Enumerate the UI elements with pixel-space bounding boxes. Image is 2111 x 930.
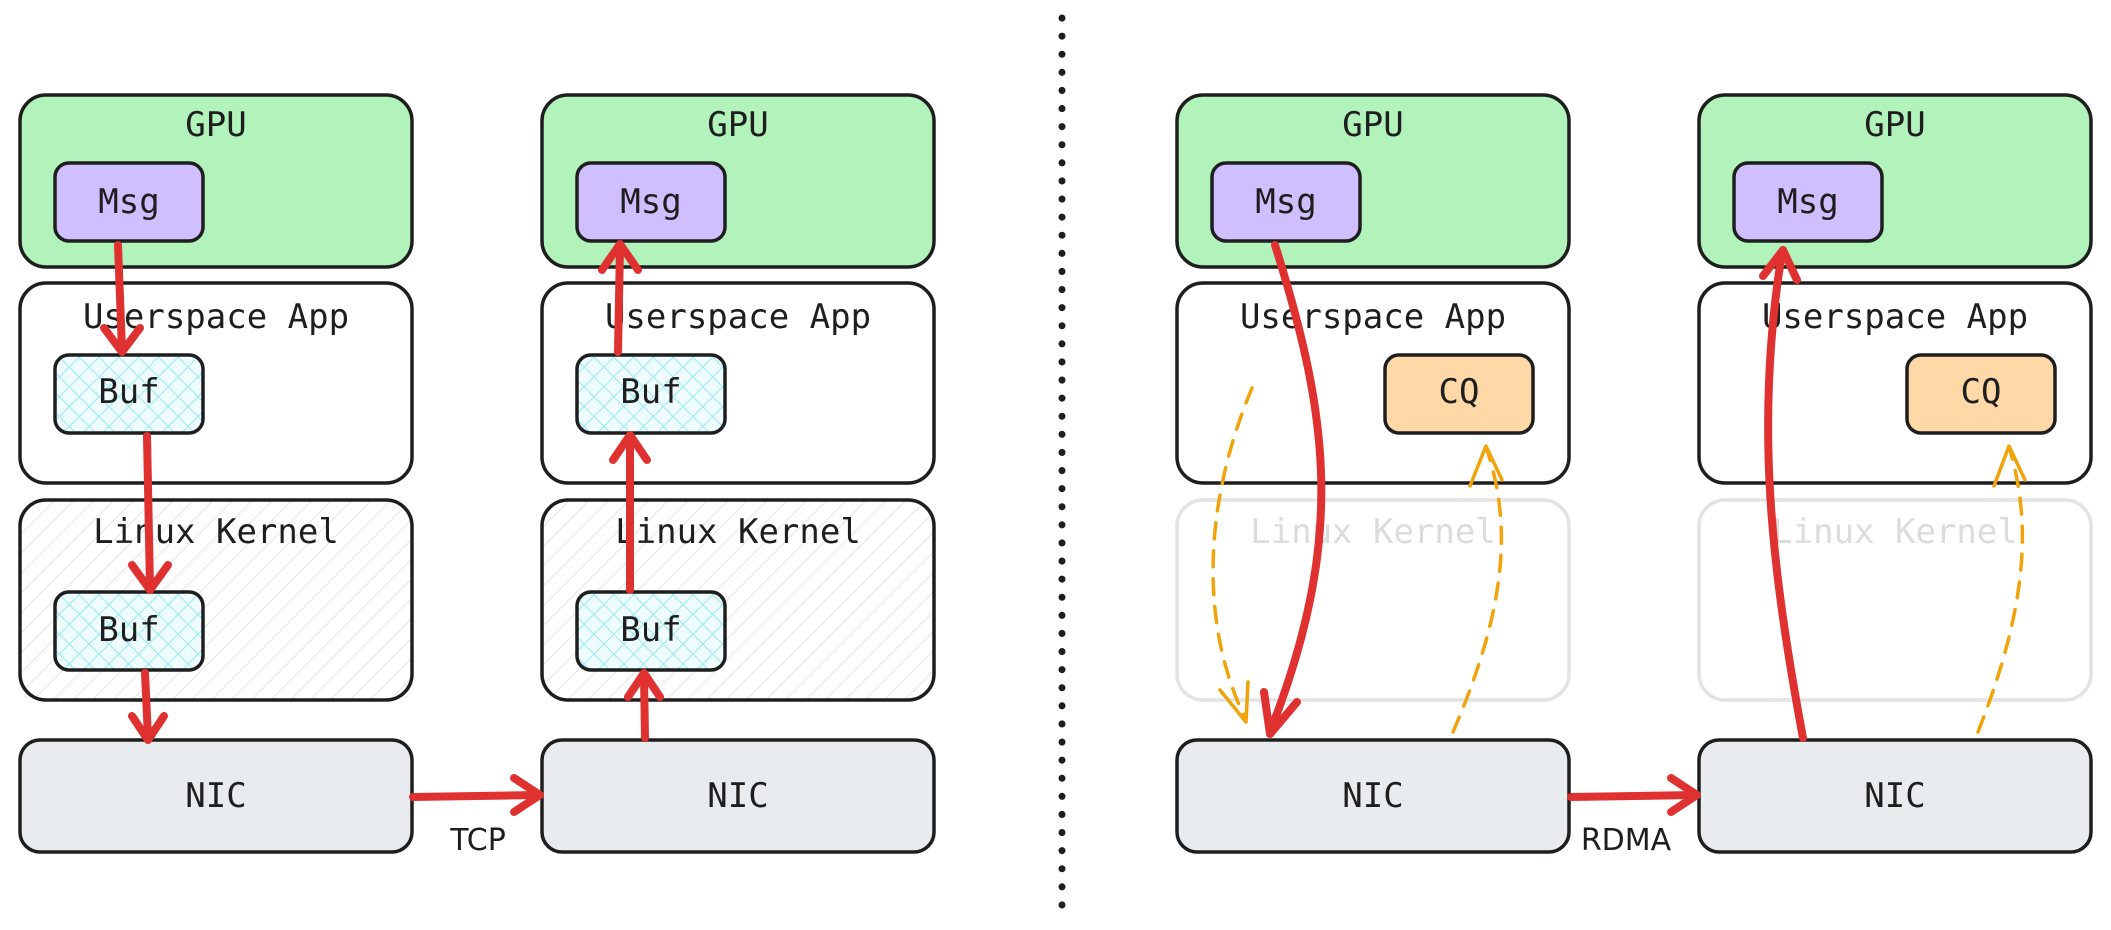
nic-label: NIC [707,776,768,816]
arrowhead-icon [510,774,544,816]
kernel-buf-box [575,590,727,672]
rdma-link-label: RDMA [1581,823,1672,858]
app-buf-label: Buf [98,372,159,412]
msg-label: Msg [1255,182,1316,222]
tcp-data-path [100,240,664,816]
arrowhead-icon [1667,774,1701,816]
app-buf-label: Buf [620,372,681,412]
msg-label: Msg [98,182,159,222]
arrowhead-icon [1759,246,1801,284]
dashed-arrow-nic-to-cq [1976,448,2025,734]
kernel-buf-label: Buf [98,610,159,650]
arrowhead-icon [1992,444,2027,488]
cq-box [1383,353,1535,435]
arrow-nic-to-kernel-buf [640,671,649,742]
arrow-nic-to-msg [1764,248,1807,742]
arrow-nic-to-nic-tcp [409,791,542,801]
arrowhead-icon [1468,444,1504,488]
arrowhead-icon [100,324,144,356]
userspace-app-label: Userspace App [83,297,349,337]
nic-label: NIC [185,776,246,816]
msg-box [575,161,727,243]
arrow-msg-to-nic [1266,241,1326,736]
cq-label: CQ [1439,372,1480,412]
arrowhead-icon [1260,688,1301,738]
rdma-diagram: GPU Msg Userspace App CQ Linux Kernel NI… [1175,93,2093,858]
arrowhead-icon [1218,680,1250,724]
arrowhead-icon [624,669,664,701]
linux-kernel-label-faded: Linux Kernel [1772,512,2018,552]
arrow-nic-to-nic-rdma [1567,791,1699,801]
arrowhead-icon [609,431,651,464]
cq-label: CQ [1961,372,2002,412]
userspace-app-label: Userspace App [605,297,871,337]
msg-label: Msg [620,182,681,222]
rdma-data-path [1260,241,1807,816]
userspace-app-label: Userspace App [1762,297,2028,337]
arrowhead-icon [128,561,172,594]
app-buf-box [575,353,727,435]
gpu-label: GPU [1342,105,1403,145]
arrow-app-buf-to-msg [614,242,624,356]
linux-kernel-label: Linux Kernel [615,512,861,552]
rdma-sender-stack: GPU Msg Userspace App CQ Linux Kernel NI… [1175,93,1571,854]
gpu-label: GPU [1864,105,1925,145]
gpu-label: GPU [185,105,246,145]
msg-box [1732,161,1884,243]
linux-kernel-box-faded [1697,498,2093,702]
dashed-arrow-nic-to-cq [1451,448,1504,734]
cq-box [1905,353,2057,435]
gpu-label: GPU [707,105,768,145]
rdma-control-path [1211,386,2027,734]
rdma-receiver-stack: GPU Msg Userspace App CQ Linux Kernel NI… [1697,93,2093,854]
arrow-buf-to-kernel-buf [143,432,154,592]
tcp-sender-stack: GPU Msg Userspace App Buf Linux Kernel B… [18,93,414,854]
nic-label: NIC [1864,776,1925,816]
linux-kernel-label-faded: Linux Kernel [1250,512,1496,552]
nic-label: NIC [1342,776,1403,816]
arrow-kernel-buf-to-nic [141,669,152,742]
arrow-msg-to-buf [114,241,126,354]
arrowhead-icon [598,240,642,274]
arrowhead-icon [128,712,168,744]
kernel-buf-box [53,590,205,672]
tcp-diagram: GPU Msg Userspace App Buf Linux Kernel B… [18,93,936,858]
linux-kernel-label: Linux Kernel [93,512,339,552]
tcp-link-label: TCP [449,823,506,858]
userspace-app-label: Userspace App [1240,297,1506,337]
dashed-arrow-app-to-nic [1211,386,1254,720]
linux-kernel-box-faded [1175,498,1571,702]
msg-box [1210,161,1362,243]
msg-label: Msg [1777,182,1838,222]
app-buf-box [53,353,205,435]
kernel-buf-label: Buf [620,610,681,650]
tcp-receiver-stack: GPU Msg Userspace App Buf Linux Kernel B… [540,93,936,854]
msg-box [53,161,205,243]
